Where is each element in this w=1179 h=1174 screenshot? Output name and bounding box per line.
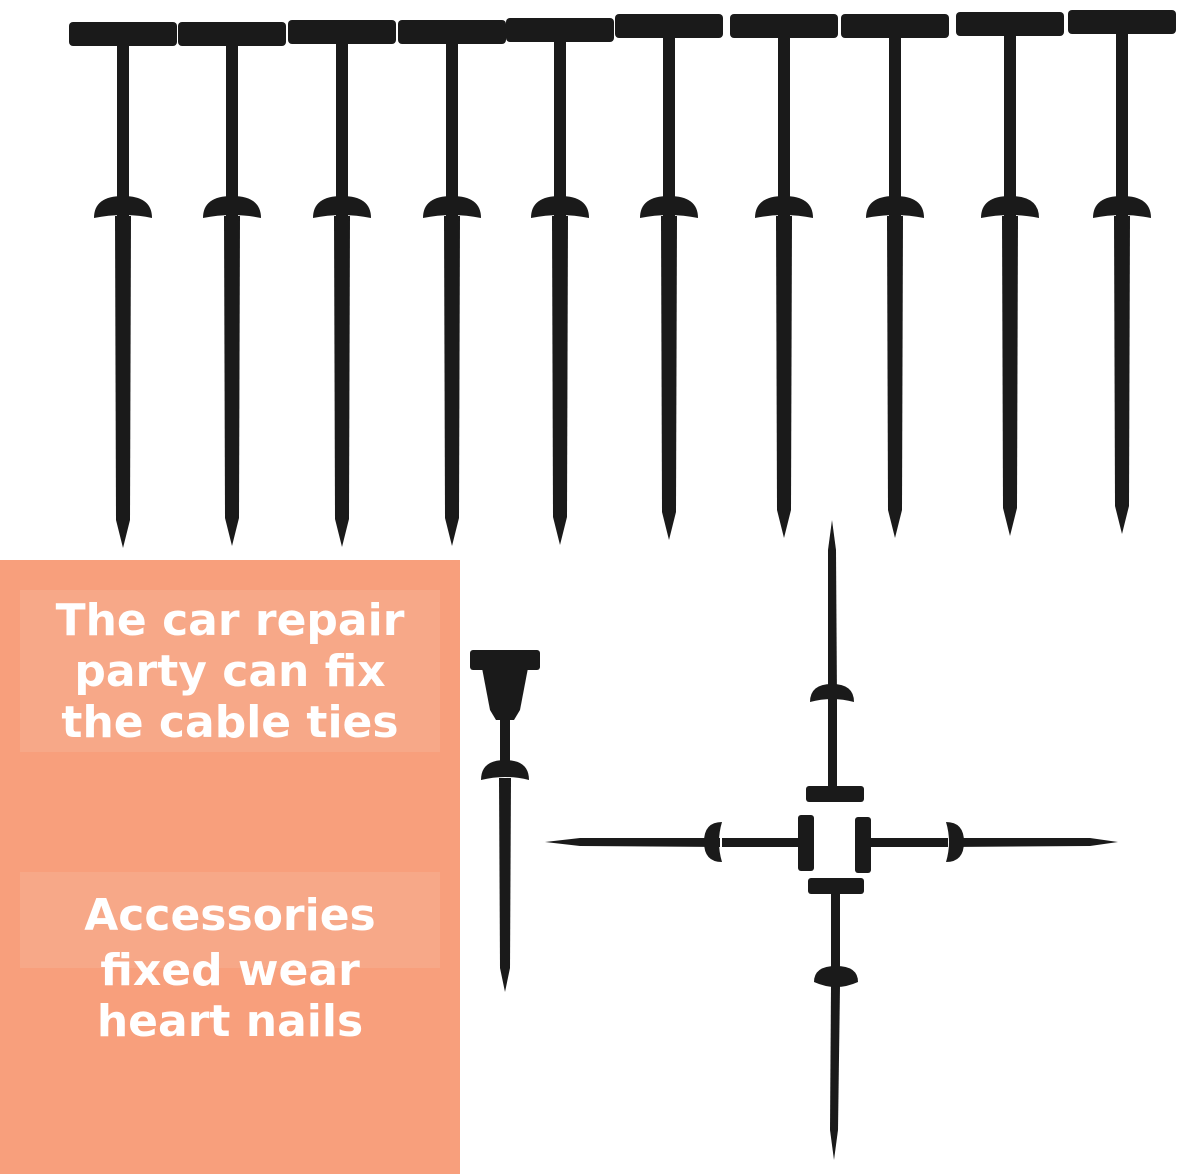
cross-nail-arrangement <box>545 520 1118 1160</box>
nail <box>615 14 723 540</box>
nail <box>398 20 506 546</box>
nail <box>506 18 614 545</box>
nail <box>841 14 949 538</box>
nail <box>1068 10 1176 534</box>
caption-line: fixed wear <box>100 945 360 996</box>
nail-up <box>806 520 864 802</box>
nail <box>288 20 396 547</box>
caption-line: heart nails <box>96 996 364 1047</box>
caption-line: Accessories <box>84 890 376 941</box>
nail-down <box>808 878 864 1160</box>
caption-line: the cable ties <box>61 697 399 748</box>
nail-row <box>69 10 1176 548</box>
nail <box>956 12 1064 536</box>
caption-accessories: Accessories <box>20 872 440 968</box>
nail <box>69 22 177 548</box>
nail-left <box>545 815 814 871</box>
promo-panel: The car repair party can fix the cable t… <box>0 560 460 1174</box>
single-nail <box>470 650 540 992</box>
caption-line: The car repair <box>55 595 405 646</box>
caption-line: party can fix <box>74 646 386 697</box>
caption-accessories-cont: fixed wear heart nails <box>20 945 440 1047</box>
caption-cable-ties: The car repair party can fix the cable t… <box>20 590 440 752</box>
nail-right <box>855 817 1118 873</box>
nail <box>470 650 540 992</box>
nail <box>730 14 838 538</box>
nail <box>178 22 286 546</box>
